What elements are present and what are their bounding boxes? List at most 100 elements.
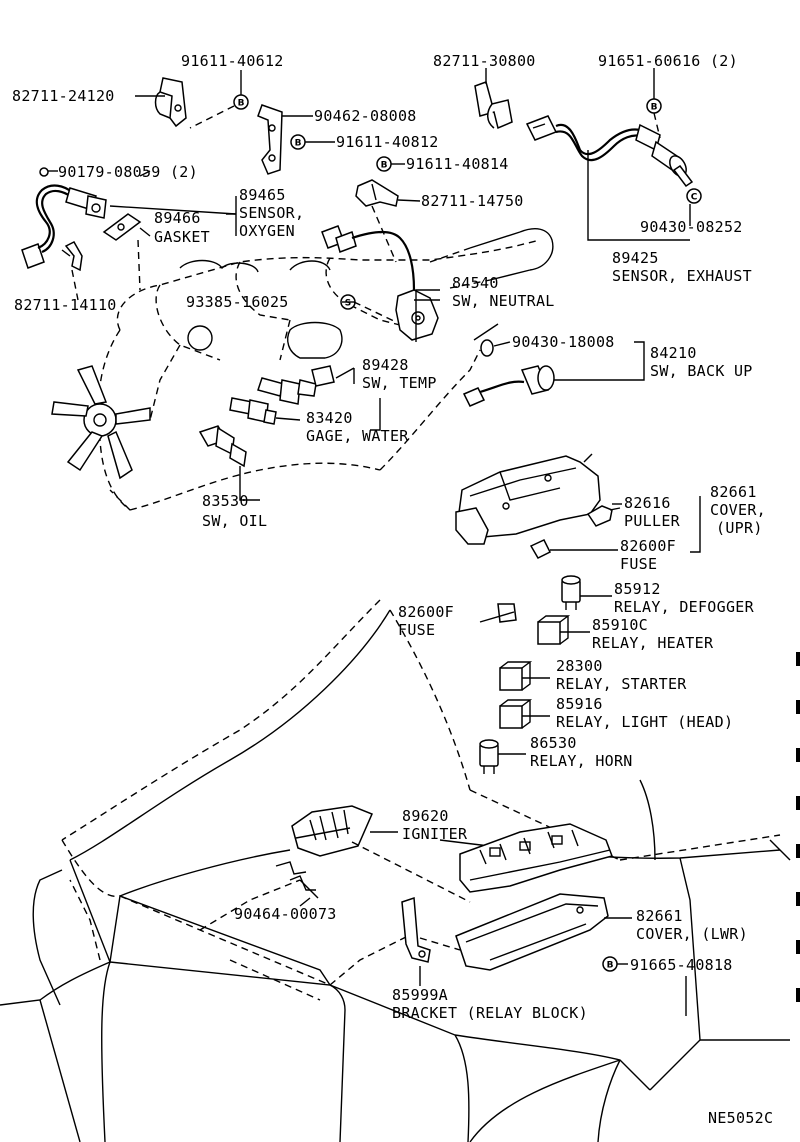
marker-c: C: [686, 188, 702, 204]
label-93385-16025: 93385-16025: [186, 293, 289, 311]
label-89425: 89425: [612, 249, 659, 267]
label-28300: 28300: [556, 657, 603, 675]
label-91651-60616: 91651-60616 (2): [598, 52, 738, 70]
label-84210: 84210: [650, 344, 697, 362]
label-89465: 89465: [239, 186, 286, 204]
label-82711-14110: 82711-14110: [14, 296, 117, 314]
label-83420: 83420: [306, 409, 353, 427]
label-sw-neutral: SW, NEUTRAL: [452, 292, 555, 310]
label-83530: 83530: [202, 492, 249, 510]
label-relay-heater: RELAY, HEATER: [592, 634, 714, 652]
label-91611-40814: 91611-40814: [406, 155, 509, 173]
scan-edge-marks: [796, 652, 800, 1002]
label-82711-24120: 82711-24120: [12, 87, 115, 105]
diagram-id: NE5052C: [708, 1109, 773, 1127]
label-sensor-exhaust: SENSOR, EXHAUST: [612, 267, 752, 285]
label-relay-defogger: RELAY, DEFOGGER: [614, 598, 755, 616]
relay-defogger-85912-icon: [561, 575, 581, 610]
cooling-fan: [51, 365, 151, 480]
clamp-82711-30800-icon: [474, 81, 513, 130]
label-sensor: SENSOR,: [239, 204, 304, 222]
relay-heater-85910C-icon: [537, 615, 571, 645]
label-82616: 82616: [624, 494, 671, 512]
lower-cover-82661-icon: [455, 893, 609, 971]
label-90462-08008: 90462-08008: [314, 107, 417, 125]
label-85916: 85916: [556, 695, 603, 713]
neutral-switch-84540-icon: [321, 225, 439, 341]
svg-text:B: B: [607, 961, 614, 971]
clamp-82711-14750-icon: [355, 179, 399, 207]
gasket-89466-icon: [102, 213, 142, 241]
label-90179-08059: 90179-08059 (2): [58, 163, 198, 181]
svg-text:B: B: [381, 161, 388, 171]
label-82600f-upper: 82600F: [620, 537, 676, 555]
label-85910c: 85910C: [592, 616, 648, 634]
marker-b-1: B: [233, 94, 249, 110]
svg-text:C: C: [691, 193, 698, 203]
relay-block-icon: [459, 823, 613, 893]
clip-82711-14110-icon: [61, 241, 83, 272]
label-85999a: 85999A: [392, 986, 448, 1004]
backup-switch-84210-icon: [462, 365, 555, 407]
label-gasket: GASKET: [154, 228, 210, 246]
washer-90430-18008-icon: [480, 339, 494, 357]
water-gage-83420-icon: [229, 397, 277, 425]
oxygen-sensor-89465-icon: [21, 184, 107, 269]
label-84540: 84540: [452, 274, 499, 292]
bracket-85999A-icon: [401, 896, 431, 963]
label-86530: 86530: [530, 734, 577, 752]
label-85912: 85912: [614, 580, 661, 598]
label-90430-08252: 90430-08252: [640, 218, 743, 236]
label-89620: 89620: [402, 807, 449, 825]
relay-horn-86530-icon: [479, 739, 499, 774]
puller-82616-icon: [586, 505, 621, 527]
marker-b-4: B: [376, 156, 392, 172]
label-82600f-lower: 82600F: [398, 603, 454, 621]
upper-cover-82661-icon: [455, 453, 601, 545]
part-labels: 91611-40612 82711-24120 90462-08008 9161…: [12, 52, 773, 1127]
label-igniter: IGNITER: [402, 825, 468, 843]
bolt-90179-08059-icon: [39, 167, 49, 177]
label-fuse-lower: FUSE: [398, 621, 435, 639]
label-relay-starter: RELAY, STARTER: [556, 675, 687, 693]
clip-90464-00073-icon: [275, 861, 319, 899]
fuse-82600F-lower-icon: [497, 603, 517, 623]
label-91611-40812: 91611-40812: [336, 133, 439, 151]
label-90464-00073: 90464-00073: [234, 905, 337, 923]
svg-text:B: B: [238, 99, 245, 109]
label-puller: PULLER: [624, 512, 681, 530]
label-gage-water: GAGE, WATER: [306, 427, 409, 445]
label-sw-temp: SW, TEMP: [362, 374, 437, 392]
label-82661-lwr: 82661: [636, 907, 683, 925]
label-90430-18008: 90430-18008: [512, 333, 615, 351]
marker-b-2: B: [290, 134, 306, 150]
relay-light-head-85916-icon: [499, 699, 533, 729]
relay-starter-28300-icon: [499, 661, 533, 691]
label-82711-14750: 82711-14750: [421, 192, 524, 210]
label-bracket-relay-block: BRACKET (RELAY BLOCK): [392, 1004, 588, 1022]
label-cover-lwr: COVER, (LWR): [636, 925, 748, 943]
label-82711-30800: 82711-30800: [433, 52, 536, 70]
label-relay-light-head: RELAY, LIGHT (HEAD): [556, 713, 733, 731]
label-upr: (UPR): [716, 519, 763, 537]
fuse-82600F-upper-icon: [529, 539, 552, 559]
temp-switch-89428-icon: [257, 365, 335, 405]
svg-text:B: B: [295, 139, 302, 149]
marker-b-3: B: [646, 98, 662, 114]
igniter-89620-icon: [291, 805, 373, 857]
label-sw-back-up: SW, BACK UP: [650, 362, 753, 380]
label-91611-40612: 91611-40612: [181, 52, 284, 70]
leader-lines: [48, 68, 701, 1016]
marker-b-5: B: [602, 956, 618, 972]
label-91665-40818: 91665-40818: [630, 956, 733, 974]
oil-switch-83530-icon: [198, 425, 247, 468]
label-fuse-upper: FUSE: [620, 555, 657, 573]
label-oxygen: OXYGEN: [239, 222, 295, 240]
label-sw-oil: SW, OIL: [202, 512, 267, 530]
clamp-82711-24120-icon: [154, 77, 187, 128]
svg-text:S: S: [345, 299, 351, 309]
bracket-90462-08008-icon: [257, 104, 283, 175]
label-89428: 89428: [362, 356, 409, 374]
svg-text:B: B: [651, 103, 658, 113]
